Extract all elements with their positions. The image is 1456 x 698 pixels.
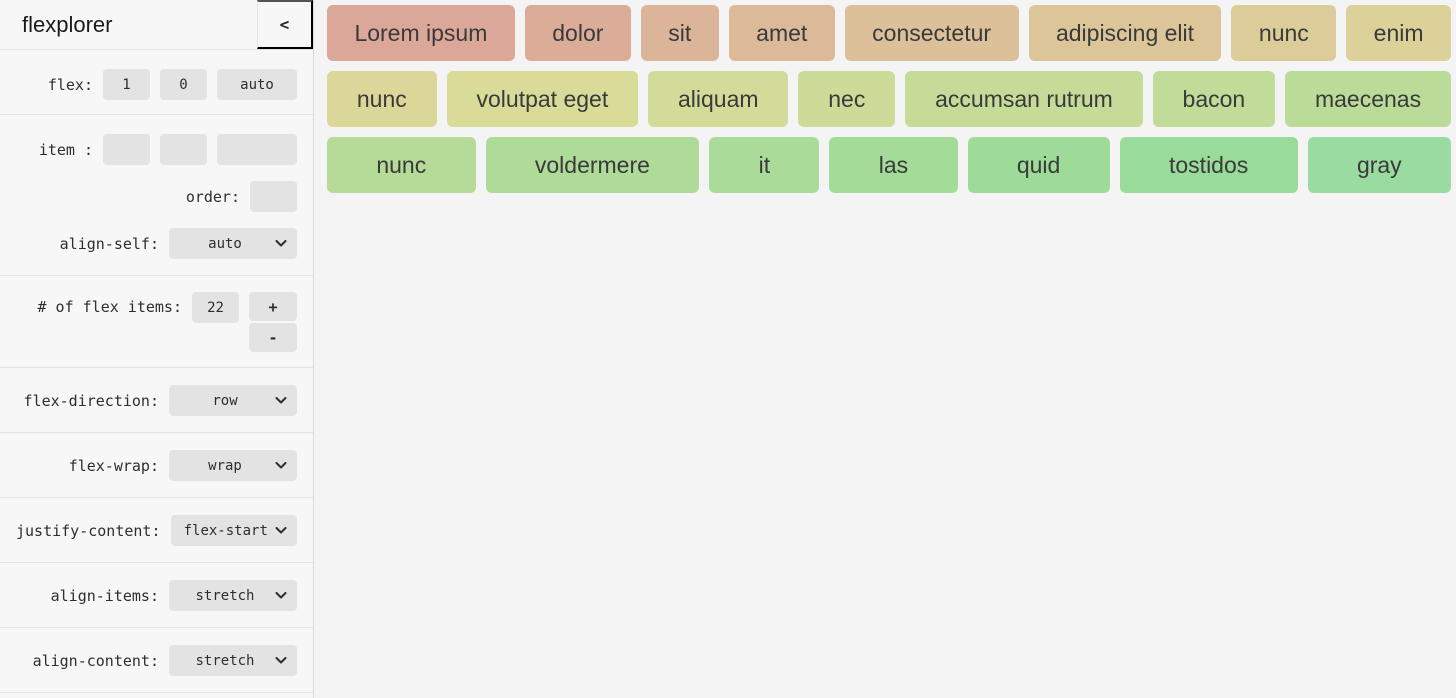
flex-item[interactable]: quid bbox=[967, 137, 1110, 193]
item-section: item : order: align-self: auto bbox=[0, 115, 313, 276]
flex-shrink-input[interactable] bbox=[160, 69, 207, 100]
count-section: # of flex items: + - bbox=[0, 276, 313, 368]
align-items-section: align-items: stretch bbox=[0, 563, 313, 628]
chevron-down-icon bbox=[275, 397, 287, 404]
flex-label: flex: bbox=[47, 75, 93, 94]
flex-item[interactable]: nunc bbox=[327, 71, 437, 127]
justify-content-select[interactable]: flex-start bbox=[170, 515, 297, 546]
flex-item[interactable]: volutpat eget bbox=[446, 71, 639, 127]
flex-section: flex: auto bbox=[0, 50, 313, 115]
chevron-down-icon bbox=[275, 527, 287, 534]
flex-item[interactable]: maecenas bbox=[1285, 71, 1451, 127]
chevron-down-icon bbox=[275, 592, 287, 599]
sidebar-header: flexplorer < bbox=[0, 0, 313, 50]
flex-wrap-value: wrap bbox=[208, 457, 242, 474]
flex-item[interactable]: accumsan rutrum bbox=[905, 71, 1143, 127]
decrement-button[interactable]: - bbox=[249, 323, 297, 352]
flex-wrap-select[interactable]: wrap bbox=[169, 450, 297, 481]
flex-direction-label: flex-direction: bbox=[23, 391, 159, 410]
collapse-sidebar-button[interactable]: < bbox=[257, 0, 313, 49]
flex-item[interactable]: adipiscing elit bbox=[1028, 5, 1222, 61]
flex-item[interactable]: consectetur bbox=[844, 5, 1019, 61]
flex-basis-button[interactable]: auto bbox=[217, 69, 297, 100]
justify-content-section: justify-content: flex-start bbox=[0, 498, 313, 563]
order-label: order: bbox=[185, 187, 240, 206]
chevron-left-icon: < bbox=[279, 15, 290, 34]
flex-direction-select[interactable]: row bbox=[169, 385, 297, 416]
flex-item[interactable]: tostidos bbox=[1119, 137, 1298, 193]
flex-direction-value: row bbox=[212, 392, 238, 409]
flex-item[interactable]: dolor bbox=[524, 5, 631, 61]
flex-item[interactable]: enim bbox=[1346, 5, 1451, 61]
align-content-label: align-content: bbox=[32, 651, 159, 670]
flex-item[interactable]: gray bbox=[1307, 137, 1452, 193]
item-grow-input[interactable] bbox=[103, 134, 150, 165]
flex-item[interactable]: voldermere bbox=[485, 137, 700, 193]
align-items-value: stretch bbox=[195, 587, 255, 604]
align-items-label: align-items: bbox=[50, 586, 159, 605]
flex-item[interactable]: amet bbox=[728, 5, 835, 61]
flex-item[interactable]: Lorem ipsum bbox=[327, 5, 515, 61]
flex-item[interactable]: bacon bbox=[1152, 71, 1276, 127]
item-shrink-input[interactable] bbox=[160, 134, 207, 165]
item-basis-input[interactable] bbox=[217, 134, 297, 165]
flex-wrap-section: flex-wrap: wrap bbox=[0, 433, 313, 498]
align-content-select[interactable]: stretch bbox=[169, 645, 297, 676]
align-self-select[interactable]: auto bbox=[169, 228, 297, 259]
flex-grow-input[interactable] bbox=[103, 69, 150, 100]
chevron-down-icon bbox=[275, 657, 287, 664]
chevron-down-icon bbox=[275, 240, 287, 247]
flex-item[interactable]: it bbox=[709, 137, 820, 193]
count-stepper: + - bbox=[249, 292, 297, 352]
align-self-value: auto bbox=[208, 235, 242, 252]
flex-wrap-label: flex-wrap: bbox=[68, 456, 159, 475]
order-input[interactable] bbox=[250, 181, 297, 212]
align-content-value: stretch bbox=[195, 652, 255, 669]
sidebar: flexplorer < flex: auto item : bbox=[0, 0, 314, 698]
flex-direction-section: flex-direction: row bbox=[0, 368, 313, 433]
count-label: # of flex items: bbox=[37, 298, 183, 316]
align-items-select[interactable]: stretch bbox=[169, 580, 297, 611]
justify-content-label: justify-content: bbox=[16, 521, 161, 540]
flex-item[interactable]: las bbox=[829, 137, 958, 193]
chevron-down-icon bbox=[275, 462, 287, 469]
page-title: flexplorer bbox=[22, 11, 113, 37]
increment-button[interactable]: + bbox=[249, 292, 297, 321]
flex-item[interactable]: nunc bbox=[1231, 5, 1337, 61]
items-count-input[interactable] bbox=[192, 292, 239, 323]
flex-item[interactable]: nunc bbox=[327, 137, 476, 193]
justify-content-value: flex-start bbox=[183, 522, 268, 539]
flex-item[interactable]: aliquam bbox=[648, 71, 789, 127]
flex-item[interactable]: nec bbox=[798, 71, 896, 127]
item-label: item : bbox=[38, 140, 93, 159]
flex-item[interactable]: sit bbox=[640, 5, 719, 61]
align-content-section: align-content: stretch bbox=[0, 628, 313, 693]
align-self-label: align-self: bbox=[59, 234, 159, 253]
